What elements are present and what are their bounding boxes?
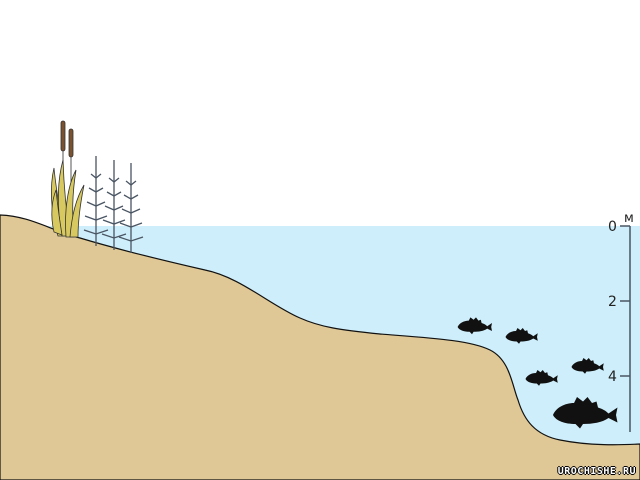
depth-tick-label: 0	[608, 219, 617, 235]
cattail-reeds	[50, 120, 85, 238]
watermark: UROCHISHE.RU	[557, 466, 636, 477]
depth-scale: 0 2 4 м	[608, 211, 634, 432]
depth-tick-label: 4	[608, 369, 617, 385]
depth-unit: м	[624, 211, 634, 226]
depth-tick-label: 2	[608, 294, 617, 310]
ground-profile	[0, 214, 640, 480]
